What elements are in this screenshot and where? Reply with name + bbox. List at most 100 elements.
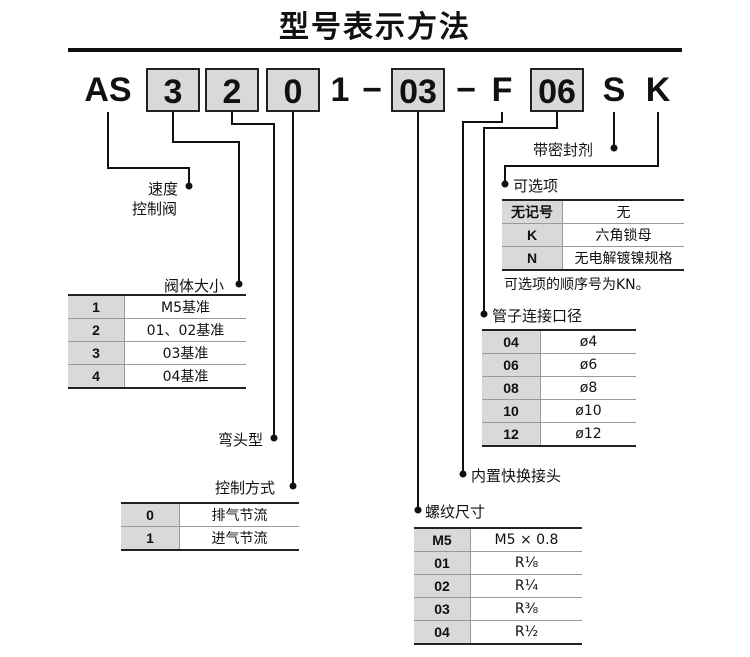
code-prefix: AS	[84, 71, 132, 109]
code-dash-1: −	[362, 71, 382, 109]
leader-option	[504, 112, 659, 184]
leader-tube	[483, 112, 558, 314]
table-key: 02	[414, 574, 471, 598]
table-key: 12	[482, 422, 541, 447]
table-value: M5 × 0.8	[470, 527, 582, 552]
option-note: 可选项的顺序号为KN。	[504, 277, 650, 293]
code-dash-2: −	[456, 71, 476, 109]
code-seal: S	[602, 71, 626, 109]
table-key: M5	[414, 527, 471, 552]
table-key: 06	[482, 353, 541, 377]
table-key: 2	[68, 318, 125, 342]
leader-valve-size	[172, 112, 240, 284]
code-box-valve-size: 3	[146, 68, 200, 112]
table-key: 01	[414, 551, 471, 575]
table-key: 08	[482, 376, 541, 400]
leader-fitting	[462, 112, 503, 474]
code-digit: 1	[330, 71, 350, 109]
table-key: 03	[414, 597, 471, 621]
table-key: 1	[121, 526, 180, 551]
label-valve-size: 阀体大小	[164, 277, 225, 295]
table-value: 排气节流	[179, 502, 299, 527]
table-value: 进气节流	[179, 526, 299, 551]
table-value: ø8	[540, 376, 636, 400]
leader-elbow	[231, 112, 275, 438]
table-key: 无记号	[502, 199, 563, 224]
code-box-elbow: 2	[205, 68, 259, 112]
table-value: 04基准	[124, 364, 246, 389]
table-key: N	[502, 246, 563, 271]
bullet-elbow	[270, 434, 278, 442]
table-value: R⅜	[470, 597, 582, 621]
table-key: 3	[68, 341, 125, 365]
bullet-fitting	[459, 470, 467, 478]
label-control-method: 控制方式	[215, 479, 276, 497]
table-row: 无记号无	[502, 199, 684, 224]
table-value: M5基准	[124, 294, 246, 319]
label-option: 可选项	[513, 177, 559, 195]
table-key: 0	[121, 502, 180, 527]
bullet-thread	[414, 506, 422, 514]
label-speed-valve-1: 速度	[148, 180, 179, 198]
label-elbow-type: 弯头型	[218, 431, 264, 449]
bullet-control	[289, 482, 297, 490]
bullet-seal	[610, 144, 618, 152]
table-value: ø10	[540, 399, 636, 423]
table-value: 六角锁母	[562, 223, 684, 247]
label-thread-size: 螺纹尺寸	[425, 503, 486, 521]
label-seal: 带密封剂	[533, 141, 594, 159]
table-key: 04	[482, 329, 541, 354]
label-built-in-fitting: 内置快换接头	[471, 467, 562, 485]
label-speed-valve-2: 控制阀	[132, 200, 178, 218]
table-key: 1	[68, 294, 125, 319]
code-fitting: F	[491, 71, 513, 109]
table-value: ø12	[540, 422, 636, 447]
table-value: R¼	[470, 574, 582, 598]
table-value: 无电解镀镍规格	[562, 246, 684, 271]
bullet-tube	[480, 310, 488, 318]
table-value: ø4	[540, 329, 636, 354]
table-value: 03基准	[124, 341, 246, 365]
table-key: 04	[414, 620, 471, 645]
leader-speed-valve	[107, 112, 190, 186]
table-key: 4	[68, 364, 125, 389]
bullet-speed-valve	[185, 182, 193, 190]
table-value: R⅛	[470, 551, 582, 575]
table-key: K	[502, 223, 563, 247]
table-value: ø6	[540, 353, 636, 377]
label-tube-od: 管子连接口径	[492, 307, 583, 325]
table-value: 01、02基准	[124, 318, 246, 342]
code-box-control: 0	[266, 68, 320, 112]
page-title: 型号表示方法	[279, 10, 471, 45]
bullet-valve-size	[235, 280, 243, 288]
code-box-thread: 03	[391, 68, 445, 112]
table-value: R½	[470, 620, 582, 645]
code-box-tube: 06	[530, 68, 584, 112]
bullet-option	[501, 180, 509, 188]
title-underline	[68, 48, 682, 52]
